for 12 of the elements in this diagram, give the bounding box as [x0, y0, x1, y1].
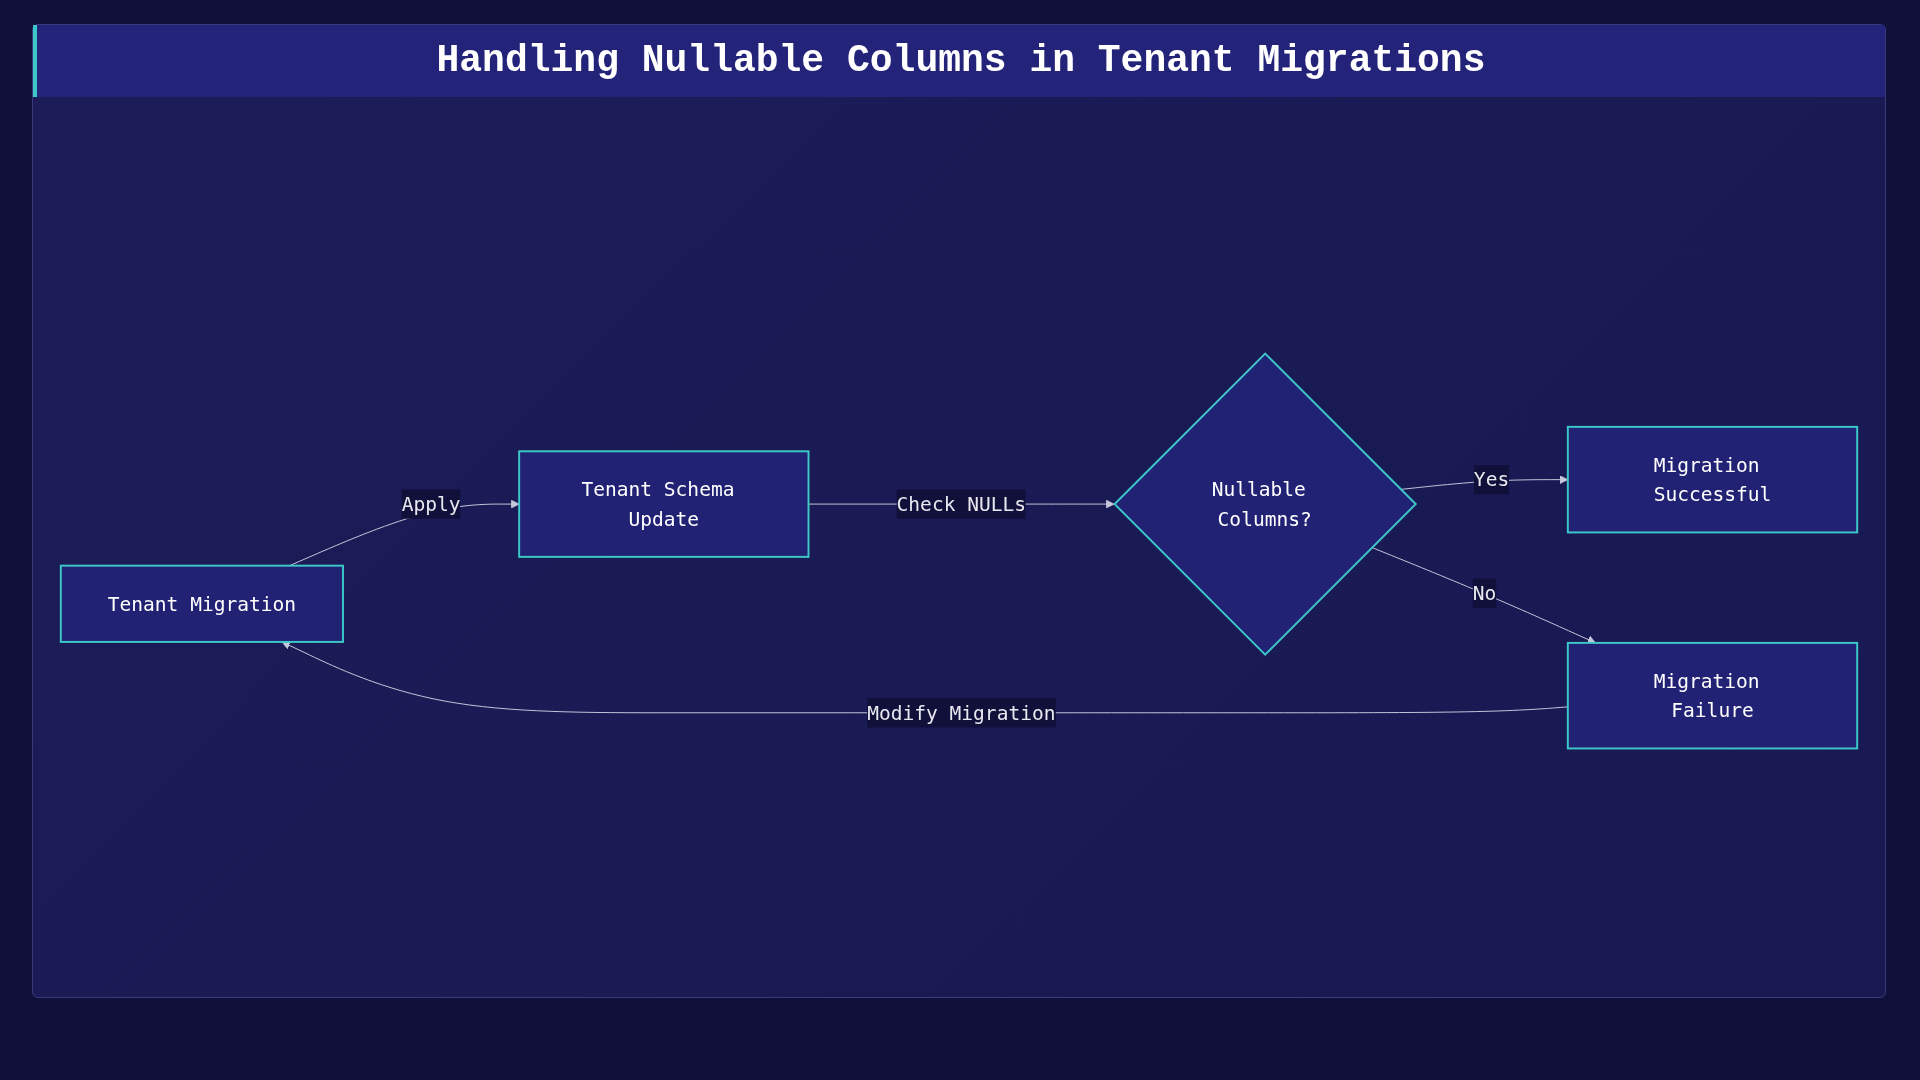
diagram-panel: Handling Nullable Columns in Tenant Migrations Apply Check NULLs Yes No Modify Migration Tenant Migration Tenant Schema Update Nullable Columns? Migration Successful Migration Failure: [32, 24, 1886, 998]
edge-label: Modify Migration: [867, 701, 1056, 725]
node-box: [518, 450, 810, 558]
edge-label: No: [1472, 581, 1497, 605]
edge-label: Apply: [401, 492, 461, 516]
edge-label: Check NULLs: [896, 492, 1027, 516]
node-box: [1566, 641, 1859, 750]
title: Handling Nullable Columns in Tenant Migrations: [33, 25, 1885, 97]
node-box: [1566, 425, 1859, 534]
node-box: [59, 564, 344, 643]
node-diamond: [1113, 352, 1418, 656]
edge-label: Yes: [1473, 467, 1510, 492]
